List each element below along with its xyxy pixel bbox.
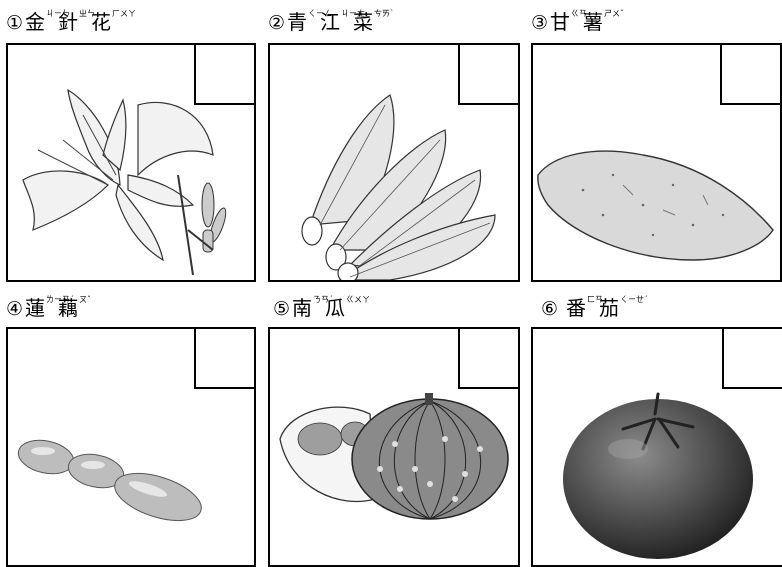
char: 南	[292, 296, 313, 320]
char: 蓮	[25, 296, 46, 320]
answer-box[interactable]	[722, 329, 782, 389]
picture-frame	[6, 43, 256, 282]
zhuyin: ㄍㄢ	[571, 9, 588, 18]
pumpkin-illustration	[279, 393, 509, 520]
char: 花	[91, 10, 112, 34]
zhuyin: ㄡˇ	[79, 295, 92, 304]
zhuyin: ㄐㄧㄤ	[341, 9, 366, 18]
picture-frame	[531, 43, 782, 282]
char: 青	[287, 10, 308, 34]
char: 茄	[599, 296, 620, 320]
picture-frame	[6, 327, 256, 567]
sweet-potato-illustration	[537, 150, 774, 261]
zhuyin: ㄕㄨˇ	[604, 9, 625, 18]
bok-choy-illustration	[301, 94, 496, 280]
picture-frame	[268, 327, 520, 567]
zhuyin: ㄘㄞˋ	[374, 9, 395, 18]
zhuyin: ㄑㄧㄝˊ	[620, 295, 649, 304]
char: 針	[58, 10, 79, 34]
lotus-root-illustration	[17, 439, 202, 522]
char: 薯	[583, 10, 604, 34]
tomato-illustration	[563, 392, 753, 559]
picture-frame	[268, 43, 520, 282]
zhuyin: ㄑㄧㄥ	[308, 9, 333, 18]
answer-box[interactable]	[720, 45, 780, 105]
zhuyin: ㄓㄣ	[79, 9, 96, 18]
char: 藕	[58, 296, 79, 320]
picture-frame	[531, 327, 782, 567]
zhuyin: ㄐㄧㄣ	[46, 9, 71, 18]
char: 甘	[550, 10, 571, 34]
char: 瓜	[325, 296, 346, 320]
zhuyin: ㄌㄧㄢˊ	[46, 295, 75, 304]
zhuyin: ㄋㄢˊ	[313, 295, 334, 304]
answer-box[interactable]	[458, 45, 518, 105]
answer-box[interactable]	[194, 329, 254, 389]
answer-box[interactable]	[458, 329, 518, 389]
zhuyin: ㄏㄨㄚ	[112, 9, 137, 18]
zhuyin: ㄈㄢ	[587, 295, 604, 304]
char: 菜	[353, 10, 374, 34]
answer-box[interactable]	[194, 45, 254, 105]
char: 番	[566, 296, 587, 320]
zhuyin: ㄍㄨㄚ	[346, 295, 371, 304]
char: 江	[320, 10, 341, 34]
daylily-illustration	[22, 88, 227, 276]
char: 金	[25, 10, 46, 34]
